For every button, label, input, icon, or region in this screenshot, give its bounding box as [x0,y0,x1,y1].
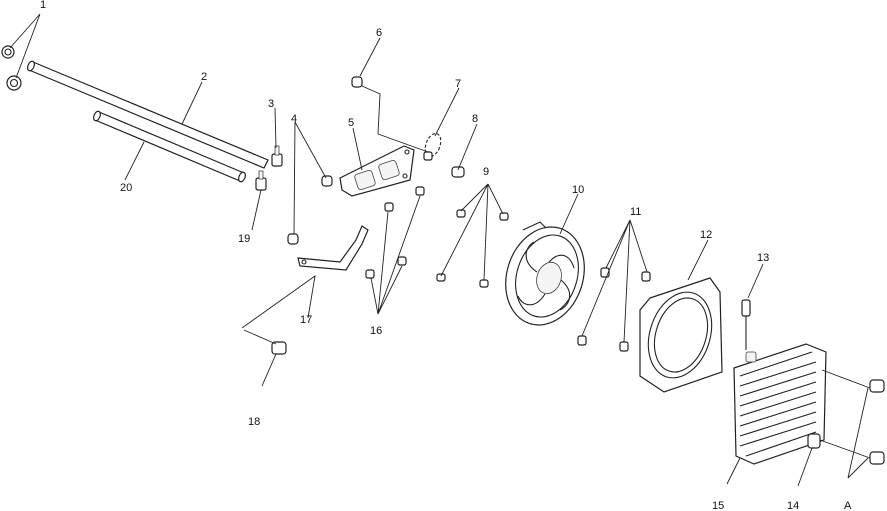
part-3-clamp [271,145,283,167]
leader-lines [9,13,871,487]
part-16-fasteners [365,186,425,279]
callout-9: 9 [483,166,489,178]
callout-15: 15 [712,500,724,511]
part-11-clips [577,267,651,352]
callout-2: 2 [201,71,207,83]
callout-11: 11 [630,206,641,218]
callout-4: 4 [291,113,297,125]
callout-14: 14 [787,500,799,511]
part-14-fitting [807,433,821,449]
callout-labels: 1 2 3 4 5 6 7 8 9 10 11 12 13 14 15 16 1… [40,0,852,511]
part-5-bracket [339,145,415,197]
callout-18: 18 [248,416,260,428]
callout-19: 19 [238,233,250,245]
callout-a: A [844,500,852,511]
callout-3: 3 [268,98,274,110]
callout-20: 20 [120,182,132,194]
callout-13: 13 [757,252,769,264]
part-8-bolt [451,166,465,178]
part-12-shroud [639,277,723,393]
part-7-grommet [423,132,442,161]
callout-16: 16 [370,325,382,337]
part-17-bracket [297,225,369,271]
callout-1: 1 [40,0,46,11]
part-a-bolts [869,379,885,465]
part-1-clamps [1,45,22,91]
part-15-radiator [733,343,827,465]
part-2-coolant-tube [27,60,269,169]
callout-12: 12 [700,229,712,241]
callout-10: 10 [572,184,584,196]
callout-6: 6 [376,27,382,39]
callout-8: 8 [472,113,478,125]
callout-17: 17 [300,314,312,326]
part-18-bolt [271,341,287,355]
part-19-clamp [255,170,267,191]
part-13-bleeder [741,299,751,350]
part-20-coolant-tube [93,110,246,183]
part-10-fan [505,221,585,326]
part-9-nuts [436,209,509,288]
callout-5: 5 [348,117,354,129]
callout-7: 7 [455,78,461,90]
part-4-bushings [287,175,333,245]
part-6-bushing [351,76,363,88]
